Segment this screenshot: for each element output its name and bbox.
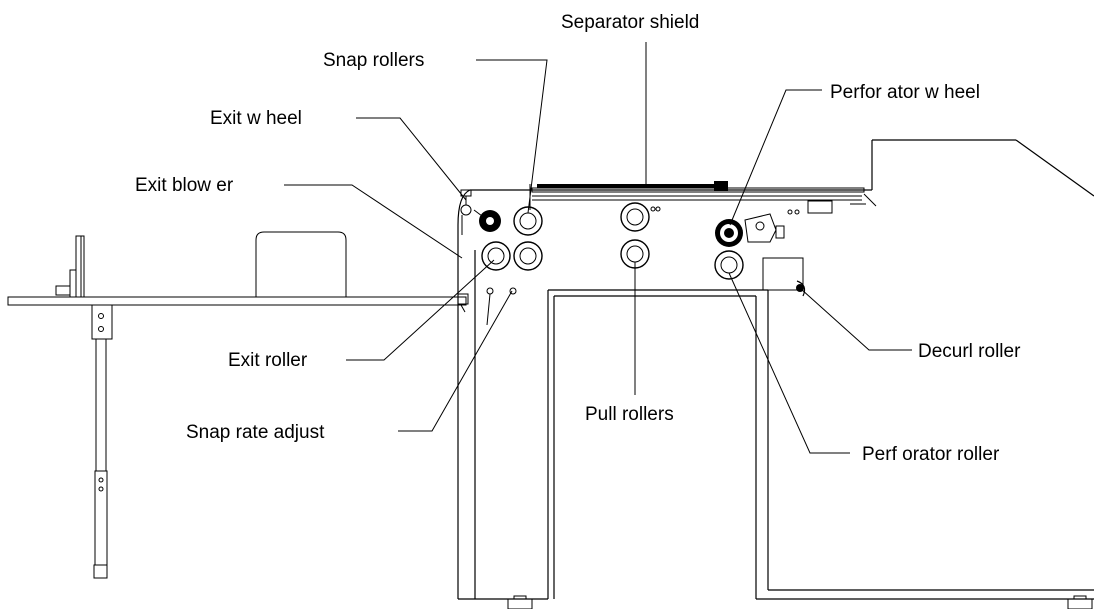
snap-rate-adjust-screws <box>460 287 517 326</box>
output-tray <box>7 231 469 318</box>
label-exit-blower: Exit blow er <box>135 175 234 196</box>
label-pull-rollers: Pull rollers <box>585 404 674 425</box>
label-separator-shield: Separator shield <box>561 12 699 33</box>
tray-support-leg <box>91 304 113 579</box>
decurl-roller-box <box>762 257 806 297</box>
machine-frame <box>457 189 1094 609</box>
roller-set <box>481 202 744 280</box>
leader-lines <box>284 42 912 454</box>
label-snap-rate-adjust: Snap rate adjust <box>186 422 325 443</box>
machine-drawing <box>7 139 1094 609</box>
label-perforator-wheel: Perfor ator w heel <box>830 82 980 103</box>
perforator-bracket <box>744 200 833 243</box>
feed-guide <box>850 139 1094 207</box>
label-snap-rollers: Snap rollers <box>323 50 424 71</box>
label-exit-roller: Exit roller <box>228 350 308 371</box>
label-perforator-roller: Perf orator roller <box>862 444 1000 465</box>
exit-blower-gear <box>473 209 501 232</box>
separator-shield <box>529 181 865 210</box>
label-exit-wheel: Exit w heel <box>210 108 302 129</box>
callout-labels: Separator shield Snap rollers Perfor ato… <box>135 12 1021 465</box>
label-decurl-roller: Decurl roller <box>918 341 1021 362</box>
